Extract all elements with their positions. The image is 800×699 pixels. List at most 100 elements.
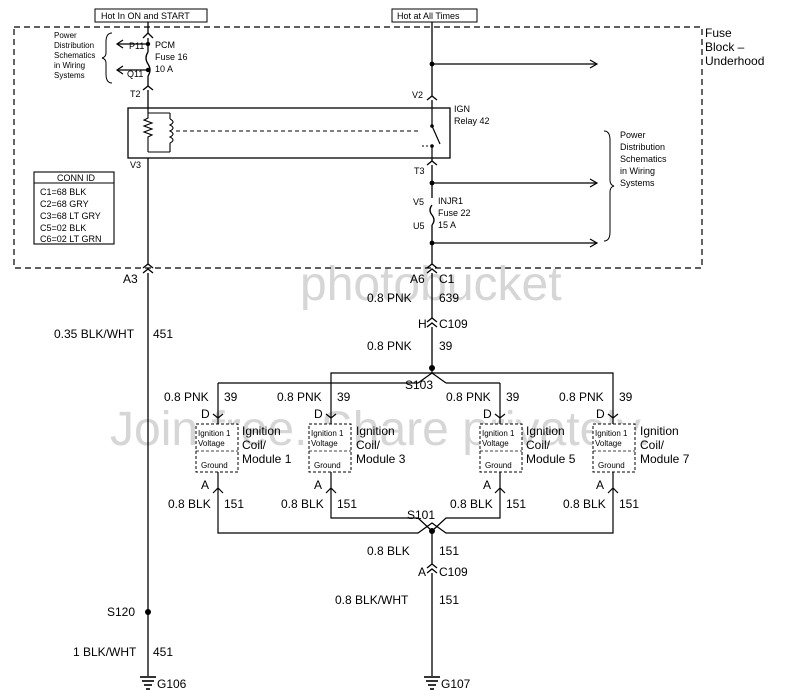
svg-text:Fuse 16: Fuse 16	[155, 52, 188, 62]
wire-39-color: 0.8 PNK	[367, 339, 412, 353]
svg-text:Ignition: Ignition	[356, 424, 395, 438]
ignition-coil-module-7: 0.8 PNK 39 D Ignition 1 Voltage Ground I…	[559, 390, 690, 511]
svg-text:Ground: Ground	[314, 461, 341, 470]
svg-text:39: 39	[224, 390, 238, 404]
wire-639-num: 639	[439, 291, 459, 305]
wire-451-color: 0.35 BLK/WHT	[54, 327, 135, 341]
svg-text:Voltage: Voltage	[595, 439, 622, 448]
svg-text:in Wiring: in Wiring	[54, 61, 85, 70]
svg-text:39: 39	[337, 390, 351, 404]
pin-v2: V2	[412, 90, 423, 100]
connector-h: H	[418, 317, 427, 331]
wire-151-num: 151	[439, 544, 459, 558]
ground-g106: G106	[157, 677, 187, 691]
connector-a3: A3	[123, 272, 138, 286]
watermark-top: photobucket	[300, 258, 562, 311]
svg-text:15 A: 15 A	[438, 220, 456, 230]
ign-relay-label: IGN Relay 42	[454, 104, 490, 126]
injr-fuse-label: INJR1 Fuse 22 15 A	[438, 196, 471, 230]
fuse-block-label: Fuse Block – Underhood	[705, 26, 764, 68]
power-distribution-left: Power Distribution Schematics in Wiring …	[54, 31, 113, 84]
header-right-box: Hot at All Times	[391, 8, 478, 23]
svg-text:Distribution: Distribution	[54, 41, 94, 50]
svg-text:PCM: PCM	[155, 40, 175, 50]
fuse-block-boundary	[13, 26, 703, 269]
svg-text:0.8 PNK: 0.8 PNK	[559, 390, 604, 404]
pin-v5: V5	[413, 197, 424, 207]
svg-text:Power: Power	[620, 130, 646, 140]
svg-text:Ignition 1: Ignition 1	[311, 429, 344, 438]
wire-151-color: 0.8 BLK	[367, 544, 410, 558]
connector-c109-bottom: C109	[439, 565, 468, 579]
wire-left-main	[115, 22, 154, 676]
ignition-coil-module-3: 0.8 PNK 39 D Ignition 1 Voltage Ground I…	[277, 390, 406, 511]
svg-text:IGN: IGN	[454, 104, 470, 114]
connector-c1: C1	[439, 272, 455, 286]
svg-text:0.8 PNK: 0.8 PNK	[164, 390, 209, 404]
header-left-box: Hot In ON and START	[94, 8, 208, 23]
connector-c109-top: C109	[439, 317, 468, 331]
svg-text:151: 151	[619, 497, 639, 511]
splice-s101: S101	[407, 508, 435, 522]
svg-text:Relay 42: Relay 42	[454, 116, 490, 126]
svg-text:D: D	[314, 407, 323, 421]
svg-text:Coil/: Coil/	[526, 438, 551, 452]
svg-text:Voltage: Voltage	[482, 439, 509, 448]
svg-text:C6=02 LT GRN: C6=02 LT GRN	[40, 234, 101, 244]
svg-text:D: D	[483, 407, 492, 421]
splice-s120-dot	[145, 609, 151, 615]
svg-text:Voltage: Voltage	[198, 439, 225, 448]
svg-text:151: 151	[224, 497, 244, 511]
svg-text:Ground: Ground	[201, 461, 228, 470]
conn-id-table: CONN ID C1=68 BLK C2=68 GRY C3=68 LT GRY…	[33, 171, 115, 245]
pin-u5: U5	[413, 221, 425, 231]
svg-text:Ignition: Ignition	[526, 424, 565, 438]
svg-text:C3=68 LT GRY: C3=68 LT GRY	[40, 211, 101, 221]
svg-text:Module 7: Module 7	[640, 452, 690, 466]
svg-text:0.8 BLK: 0.8 BLK	[281, 497, 324, 511]
svg-text:A: A	[201, 478, 209, 492]
svg-text:0.8 PNK: 0.8 PNK	[446, 390, 491, 404]
wire-1-blkwht-num: 451	[153, 645, 173, 659]
wire-blkwht-151-color: 0.8 BLK/WHT	[335, 593, 409, 607]
svg-text:0.8 BLK: 0.8 BLK	[563, 497, 606, 511]
pin-p11: P11	[129, 41, 144, 51]
svg-text:Ground: Ground	[598, 461, 625, 470]
ignition-coil-module-5: 0.8 PNK 39 D Ignition 1 Voltage Ground I…	[446, 390, 576, 511]
svg-text:151: 151	[337, 497, 357, 511]
svg-text:Underhood: Underhood	[705, 54, 764, 68]
svg-text:0.8 BLK: 0.8 BLK	[450, 497, 493, 511]
svg-text:Distribution: Distribution	[620, 142, 665, 152]
svg-text:Block –: Block –	[705, 40, 745, 54]
svg-text:Systems: Systems	[620, 178, 655, 188]
conn-id-title: CONN ID	[57, 173, 96, 183]
svg-text:in Wiring: in Wiring	[620, 166, 655, 176]
svg-text:Coil/: Coil/	[356, 438, 381, 452]
svg-text:Module 3: Module 3	[356, 452, 406, 466]
ground-g107-icon	[424, 676, 440, 690]
svg-text:39: 39	[619, 390, 633, 404]
svg-text:A: A	[483, 478, 491, 492]
wire-451-num: 451	[153, 327, 173, 341]
pin-v3: V3	[130, 160, 141, 170]
connector-a6: A6	[410, 272, 425, 286]
svg-text:C1=68 BLK: C1=68 BLK	[40, 187, 86, 197]
splice-s103-bus	[217, 365, 614, 392]
ground-g107: G107	[441, 677, 471, 691]
wire-right-main	[426, 22, 599, 366]
connector-a-bottom: A	[418, 565, 426, 579]
svg-text:INJR1: INJR1	[438, 196, 463, 206]
svg-text:Voltage: Voltage	[311, 439, 338, 448]
wire-1-blkwht-color: 1 BLK/WHT	[73, 645, 137, 659]
splice-s103: S103	[405, 378, 433, 392]
svg-text:Schematics: Schematics	[620, 154, 667, 164]
svg-text:C2=68 GRY: C2=68 GRY	[40, 199, 89, 209]
wire-blkwht-151-num: 151	[439, 593, 459, 607]
svg-text:0.8 PNK: 0.8 PNK	[277, 390, 322, 404]
svg-text:Schematics: Schematics	[54, 51, 95, 60]
svg-text:Ignition 1: Ignition 1	[198, 429, 231, 438]
splice-s101-bus	[217, 492, 614, 676]
svg-text:10 A: 10 A	[155, 64, 173, 74]
svg-text:Ignition: Ignition	[640, 424, 679, 438]
svg-text:Ignition 1: Ignition 1	[482, 429, 515, 438]
